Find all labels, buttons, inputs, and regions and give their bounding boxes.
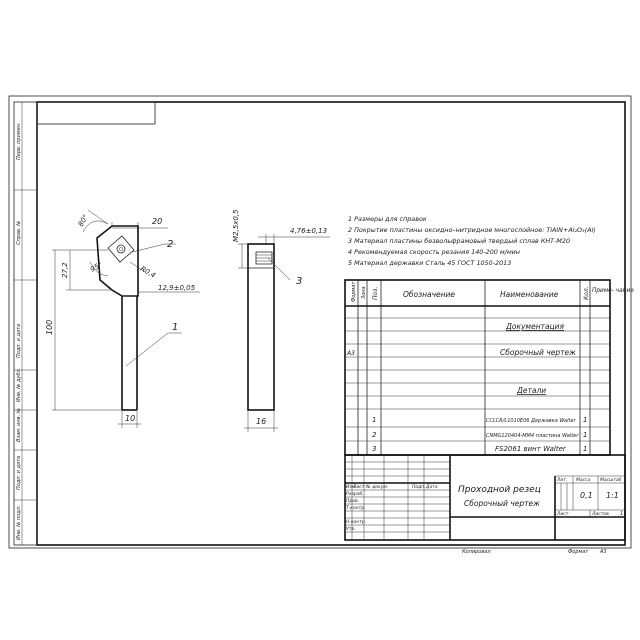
sheet-edge <box>8 95 632 549</box>
mass-value: 0,1 <box>580 491 593 500</box>
strip-inv-podl: Инв. № подл. <box>16 506 22 541</box>
dim-width-side-label: 16 <box>256 417 266 426</box>
row-tkontr: Т.контр. <box>346 505 366 511</box>
strip-sprav: Справ. № <box>16 221 22 245</box>
col-doc: № докум. <box>365 484 388 490</box>
col-sign: Подп. <box>412 484 426 490</box>
leader-1-label: 1 <box>172 322 178 333</box>
row-2-name: CNMG120404-MM4 пластина Walter <box>486 433 579 439</box>
angle-side-label: 95° <box>89 261 104 274</box>
technical-notes: 1 Размеры для справок 2 Покрытие пластин… <box>348 215 596 267</box>
hdr-note: Приме- чание <box>592 288 634 294</box>
spec-table: Формат Зона Поз. Обозначение Наименовани… <box>344 279 634 456</box>
row-2-pos: 2 <box>372 431 377 439</box>
note-5: 5 Материал державки Сталь 45 ГОСТ 1050-2… <box>348 259 511 267</box>
leader-3-label: 3 <box>296 276 302 287</box>
mass-label: Масса <box>576 477 591 483</box>
note-4: 4 Рекомендуемая скорость резания 140-200… <box>348 248 520 256</box>
leader-2-label: 2 <box>167 239 173 250</box>
sheet-label: Лист <box>556 511 569 517</box>
col-list: Лист <box>352 484 365 490</box>
title-block: Изм. Лист № докум. Подп. Дата Разраб. Пр… <box>344 454 626 555</box>
sheets-label: Листов <box>591 511 609 517</box>
hdr-zone: Зона <box>361 286 367 299</box>
angle-top-label: 80° <box>77 213 90 228</box>
strip-inv-dubl: Инв. № дубл. <box>16 368 22 402</box>
row-razrab: Разраб. <box>346 491 364 497</box>
scale-label: Масштаб <box>600 477 622 483</box>
row-3-qty: 1 <box>583 445 587 453</box>
radius-label: R0,4 <box>139 265 157 280</box>
top-left-stamp <box>36 101 156 125</box>
row-1-name: CCLCR/L1010E06 Державка Walter <box>486 418 577 424</box>
dim-thickness-label: 4,76±0,13 <box>290 227 327 235</box>
front-view: 80° 95° R0,4 20 27,2 12,9±0,05 100 10 1 … <box>45 209 200 428</box>
dim-offset-label: 12,9±0,05 <box>158 284 196 292</box>
strip-vzam-inv: Взам. инв. № <box>16 408 22 442</box>
strip-podp-date2: Подп. и дата <box>16 456 22 490</box>
doc-subtitle: Сборочный чертеж <box>464 499 540 508</box>
note-2: 2 Покрытие пластины оксидно–нитридное мн… <box>348 226 596 234</box>
side-view: M2,5х0,5 4,76±0,13 16 3 <box>232 209 330 432</box>
side-strip: Перв. примен. Справ. № Подп. и дата Инв.… <box>13 101 38 546</box>
dim-height-label: 27,2 <box>61 262 69 278</box>
row-2-qty: 1 <box>583 431 587 439</box>
hdr-designation: Обозначение <box>403 290 455 299</box>
hdr-name: Наименование <box>500 290 559 299</box>
hdr-format: Формат <box>351 281 357 302</box>
hdr-qty: Кол. <box>583 286 590 300</box>
lit-label: Лит. <box>556 477 567 483</box>
row-1-qty: 1 <box>583 416 587 424</box>
strip-podp-date1: Подп. и дата <box>16 324 22 358</box>
row-3-name: FS2061 винт Walter <box>495 445 567 453</box>
note-1: 1 Размеры для справок <box>348 215 427 223</box>
dim-length-label: 100 <box>45 320 54 335</box>
strip-perv-primen: Перв. примен. <box>16 122 22 160</box>
copied-label: Копировал <box>462 549 491 555</box>
row-3-pos: 3 <box>372 445 376 453</box>
doc-title: Проходной резец <box>458 485 541 495</box>
dim-width-label: 10 <box>125 414 135 423</box>
row-prov: Пров. <box>346 498 359 504</box>
hdr-pos: Поз. <box>372 287 379 300</box>
col-date: Дата <box>425 484 438 490</box>
doc-format: А3 <box>346 350 355 357</box>
dim-thread-label: M2,5х0,5 <box>232 209 240 242</box>
section-docs: Документация <box>505 322 565 331</box>
scale-value: 1:1 <box>606 491 619 500</box>
doc-name: Сборочный чертеж <box>500 348 576 357</box>
format-label: Формат <box>568 549 589 555</box>
row-1-pos: 1 <box>372 416 376 424</box>
sheets-value: 1 <box>620 511 623 517</box>
col-izm: Изм. <box>346 484 357 490</box>
dim-top-label: 20 <box>152 217 162 226</box>
note-3: 3 Материал пластины безвольфрамовый твер… <box>348 237 570 245</box>
row-nkontr: Н.контр. <box>346 519 366 525</box>
section-parts: Детали <box>516 386 546 395</box>
format-value: А3 <box>599 549 607 555</box>
row-utv: Утв. <box>346 526 355 532</box>
